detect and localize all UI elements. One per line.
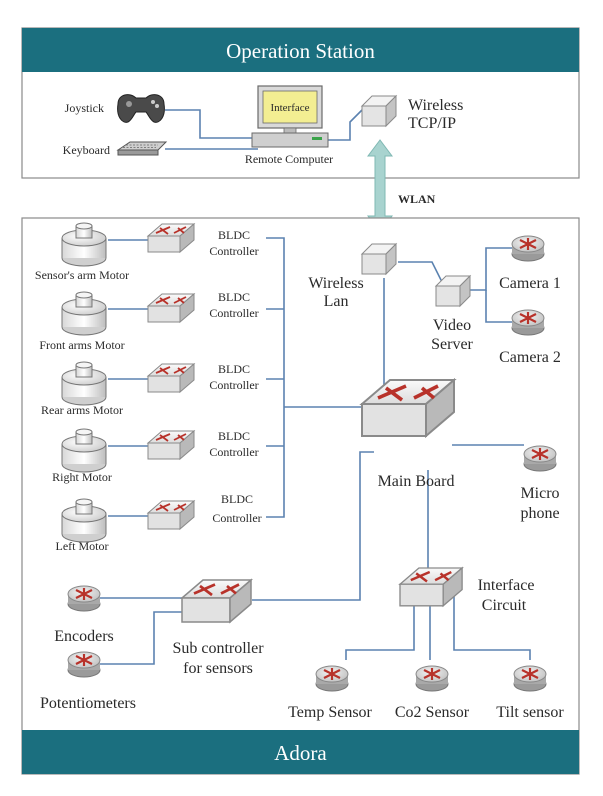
keyboard-icon	[116, 141, 168, 156]
computer-wireless-wire	[322, 109, 363, 141]
remote-computer-label: Remote Computer	[245, 152, 333, 166]
bldc-label-line2: Controller	[209, 378, 258, 392]
motor-label: Rear arms Motor	[41, 403, 123, 417]
tilt-sensor-label: Tilt sensor	[496, 704, 564, 721]
wireless-lan-label-line2: Lan	[324, 293, 349, 310]
microphone-label-line1: Micro	[520, 485, 559, 502]
remote-computer-icon	[251, 85, 329, 148]
camera2-label: Camera 2	[499, 349, 561, 366]
potentiometer-icon	[66, 650, 102, 679]
main-board-label: Main Board	[378, 473, 455, 490]
wireless-tcpip-label-line1: Wireless	[408, 97, 463, 114]
co2-sensor-label: Co2 Sensor	[395, 704, 470, 721]
adora-banner	[22, 730, 579, 774]
operation-station-title: Operation Station	[226, 39, 375, 63]
bldc-label-line2: Controller	[209, 306, 258, 320]
motor-label: Left Motor	[56, 539, 109, 553]
temp-sensor-label: Temp Sensor	[288, 704, 372, 721]
video-server-icon	[435, 275, 471, 307]
co2-sensor-icon	[414, 664, 450, 693]
wireless-tcpip-label-line2: TCP/IP	[408, 115, 456, 132]
wlan-label: WLAN	[398, 192, 436, 206]
microphone-label-line2: phone	[520, 505, 559, 522]
bldc-label-line1: BLDC	[221, 492, 253, 506]
camera1-label: Camera 1	[499, 275, 561, 292]
robot-wiring	[98, 237, 531, 665]
encoders-label: Encoders	[54, 628, 114, 645]
robot-panel: Adora	[21, 217, 580, 775]
sub-controller-label-line1: Sub controller	[172, 640, 264, 657]
joystick-label: Joystick	[65, 101, 104, 115]
bldc-label-line2: Controller	[212, 511, 261, 525]
interface-screen-label: Interface	[270, 102, 309, 114]
wireless-lan-label-line1: Wireless	[308, 275, 363, 292]
bldc-label-line2: Controller	[209, 445, 258, 459]
adora-title: Adora	[274, 741, 327, 765]
temp-sensor-icon	[314, 664, 350, 693]
potentiometers-label: Potentiometers	[40, 695, 136, 712]
interface-circuit-label-line2: Circuit	[482, 597, 527, 614]
motor-label: Sensor's arm Motor	[35, 268, 129, 282]
interface-circuit-label-line1: Interface	[478, 577, 535, 594]
bldc-label-line1: BLDC	[218, 290, 250, 304]
bldc-label-line1: BLDC	[218, 429, 250, 443]
video-server-label-line1: Video	[433, 317, 471, 334]
bldc-label-line2: Controller	[209, 244, 258, 258]
keyboard-label: Keyboard	[63, 143, 110, 157]
wireless-lan-icon	[361, 243, 397, 275]
camera-icon	[510, 234, 546, 263]
operation-station-banner	[22, 28, 579, 72]
joystick-icon	[117, 94, 165, 123]
camera-icon	[510, 308, 546, 337]
motor-label: Front arms Motor	[39, 338, 124, 352]
motor-label: Right Motor	[52, 470, 112, 484]
bldc-label-line1: BLDC	[218, 228, 250, 242]
wireless-tcpip-icon	[361, 95, 397, 127]
joystick-wire	[165, 109, 258, 139]
operation-station-panel: Operation Station	[21, 27, 580, 179]
microphone-icon	[522, 444, 558, 473]
bldc-label-line1: BLDC	[218, 362, 250, 376]
video-server-label-line2: Server	[431, 336, 473, 353]
sub-controller-label-line2: for sensors	[183, 660, 253, 677]
tilt-sensor-icon	[512, 664, 548, 693]
encoder-icon	[66, 584, 102, 613]
